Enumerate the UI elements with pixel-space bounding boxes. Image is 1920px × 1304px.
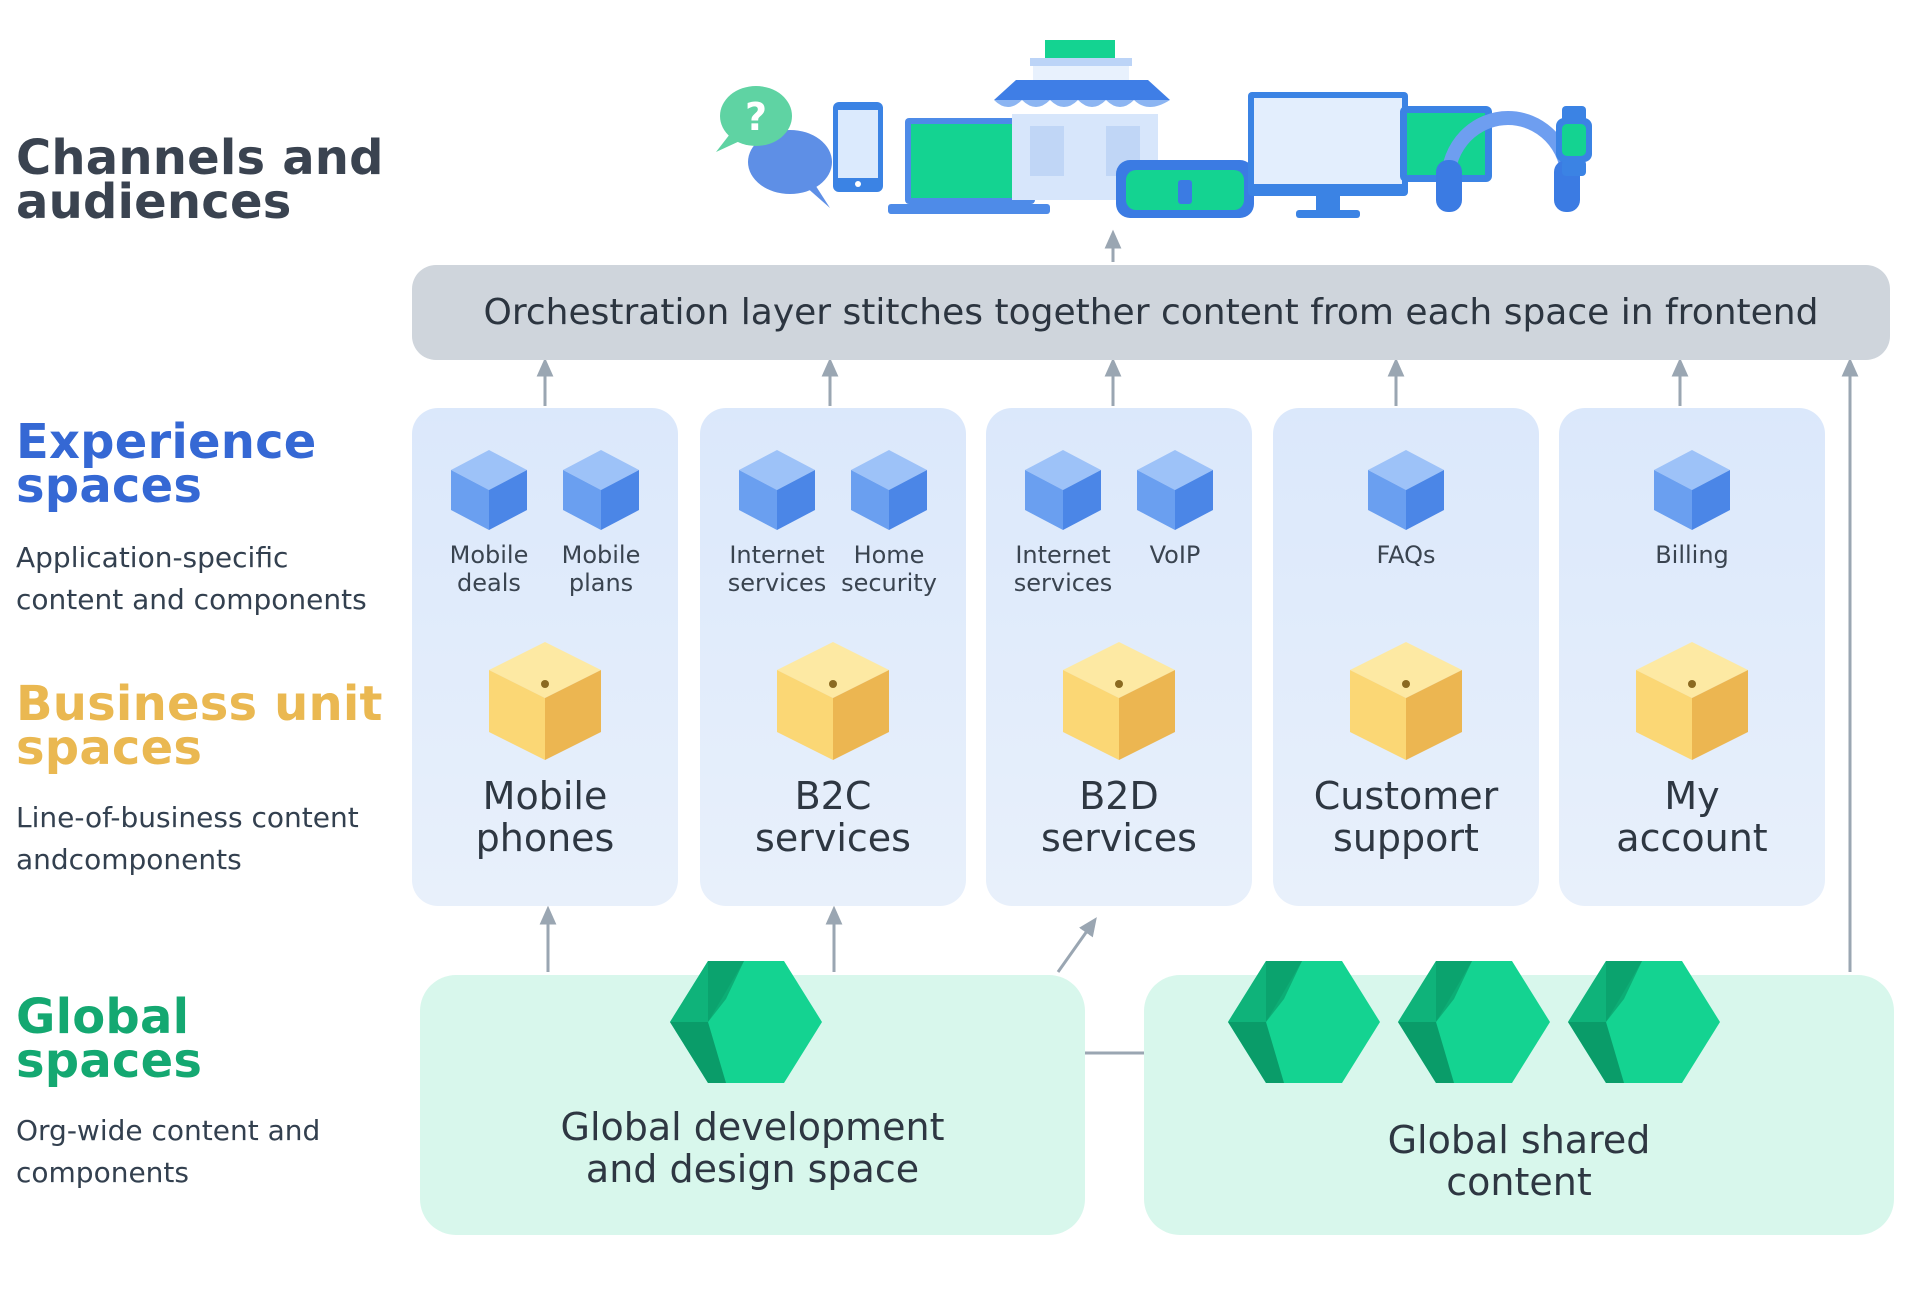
svg-text:?: ? (745, 95, 767, 139)
experience-space-label: FAQs (1376, 541, 1436, 569)
experience-spaces-group: Billing (1559, 448, 1825, 578)
yellow-cube-icon (489, 642, 601, 760)
global-development-space: Global development and design space (420, 961, 1085, 1235)
channels-heading: Channels and audiences (16, 130, 384, 231)
blue-cube-icon (1368, 450, 1444, 530)
experience-spaces-group: Mobile deals Mobile plans (412, 448, 678, 596)
global-heading: Global spaces (16, 989, 203, 1090)
experience-space-label: VoIP (1149, 541, 1201, 569)
space-column-b2c-services: Internet services Home security B2C serv… (700, 408, 966, 906)
blue-cube-icon (851, 450, 927, 530)
experience-space-item: Internet services (1008, 448, 1118, 597)
green-hexagon-icon (1568, 961, 1720, 1083)
green-hexagon-icon (670, 961, 822, 1083)
desktop-monitor-icon (1248, 92, 1408, 218)
space-column-mobile-phones: Mobile deals Mobile plans Mobile phones (412, 408, 678, 906)
experience-space-label: Mobile deals (449, 541, 529, 597)
blue-cube-icon (451, 450, 527, 530)
experience-spaces-group: Internet services Home security (700, 448, 966, 596)
blue-cube-icon (1654, 450, 1730, 530)
experience-space-label: Internet services (727, 541, 827, 597)
experience-spaces-group: Internet services VoIP (986, 448, 1252, 596)
blue-cube-icon (739, 450, 815, 530)
business-space-label: B2C services (755, 774, 911, 860)
blue-cube-icon (1137, 450, 1213, 530)
orchestration-layer: Orchestration layer stitches together co… (412, 265, 1890, 360)
business-space-label: My account (1616, 774, 1768, 860)
blue-cube-icon (1025, 450, 1101, 530)
experience-space-item: Internet services (722, 448, 832, 597)
experience-spaces-group: FAQs (1273, 448, 1539, 578)
vr-headset-icon (1116, 160, 1254, 218)
space-column-b2d-services: Internet services VoIP B2D services (986, 408, 1252, 906)
experience-subtitle: Application-specific content and compone… (16, 541, 367, 616)
yellow-cube-icon (1636, 642, 1748, 760)
business-subtitle: Line-of-business content andcomponents (16, 801, 359, 876)
experience-space-label: Billing (1655, 541, 1729, 569)
yellow-cube-icon (777, 642, 889, 760)
experience-space-label: Home security (841, 541, 937, 597)
business-space-label: Mobile phones (475, 774, 615, 860)
experience-space-item: Billing (1637, 448, 1747, 570)
experience-space-label: Mobile plans (561, 541, 641, 597)
space-column-customer-support: FAQs Customer support (1273, 408, 1539, 906)
storefront-icon (994, 40, 1170, 200)
space-column-my-account: Billing My account (1559, 408, 1825, 906)
yellow-cube-icon (1063, 642, 1175, 760)
arrow-global-to-col3 (1056, 917, 1097, 973)
experience-space-item: Mobile plans (546, 448, 656, 597)
business-space-label: Customer support (1313, 774, 1499, 860)
global-development-label: Global development and design space (560, 1105, 945, 1191)
channels-illustration: ? (716, 40, 1592, 218)
business-heading: Business unit spaces (16, 676, 383, 777)
experience-space-item: VoIP (1120, 448, 1230, 570)
experience-space-item: FAQs (1351, 448, 1461, 570)
experience-heading: Experience spaces (16, 414, 317, 515)
global-shared-label: Global shared content (1387, 1118, 1651, 1204)
experience-space-item: Mobile deals (434, 448, 544, 597)
green-hexagon-icon (1398, 961, 1550, 1083)
experience-space-label: Internet services (1013, 541, 1113, 597)
chat-bubbles-icon: ? (716, 86, 832, 208)
smartwatch-icon (1556, 106, 1592, 176)
green-hexagon-icon (1228, 961, 1380, 1083)
experience-space-item: Home security (834, 448, 944, 597)
laptop-icon (888, 118, 1050, 214)
yellow-cube-icon (1350, 642, 1462, 760)
blue-cube-icon (563, 450, 639, 530)
smartphone-icon (833, 102, 883, 192)
global-subtitle: Org-wide content and components (16, 1114, 321, 1189)
orchestration-label: Orchestration layer stitches together co… (483, 292, 1819, 333)
global-shared-content-space: Global shared content (1144, 961, 1894, 1235)
business-space-label: B2D services (1041, 774, 1197, 860)
